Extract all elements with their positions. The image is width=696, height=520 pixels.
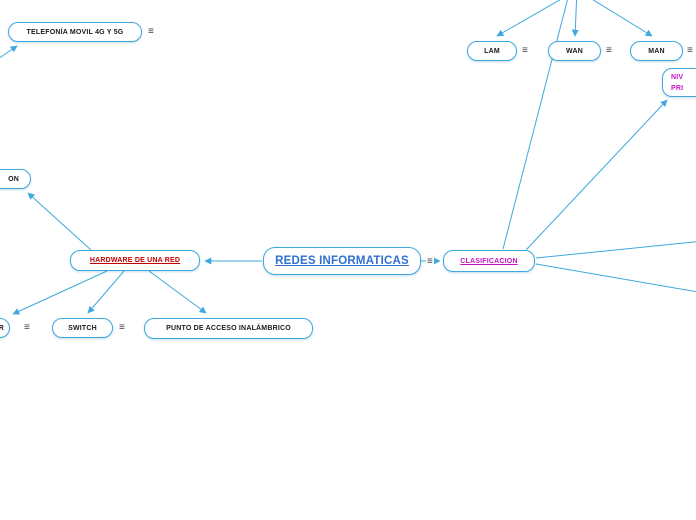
notes-icon-lam[interactable]: ≡: [521, 45, 529, 56]
node-wan[interactable]: WAN: [548, 41, 601, 61]
edge-clasificacion-to-right-1: [535, 241, 696, 259]
edge-hardware-to-switch: [87, 270, 125, 314]
node-niveles-clipped[interactable]: NIV PRI: [662, 68, 696, 97]
node-conexion-clipped[interactable]: ON: [0, 169, 31, 189]
node-clasificacion[interactable]: CLASIFICACION: [443, 250, 535, 272]
edge-clasificacion-to-right-2: [535, 263, 696, 293]
edge-to-telefonia: [0, 45, 18, 59]
node-lam[interactable]: LAM: [467, 41, 517, 61]
notes-icon-man[interactable]: ≡: [686, 45, 694, 56]
edge-hardware-to-router: [12, 270, 108, 315]
node-switch[interactable]: SWITCH: [52, 318, 113, 338]
edge-hardware-to-conexion: [27, 192, 92, 251]
notes-icon-wan[interactable]: ≡: [605, 45, 613, 56]
node-telefonia-movil[interactable]: TELEFONÍA MOVIL 4G Y 5G: [8, 22, 142, 42]
edge-top-to-lam: [496, 0, 561, 37]
edge-top-to-man: [592, 0, 653, 37]
notes-icon-switch[interactable]: ≡: [118, 322, 126, 333]
notes-icon-telefonia[interactable]: ≡: [147, 26, 155, 37]
edge-hardware-to-punto: [148, 270, 207, 314]
node-redes-informaticas-root[interactable]: REDES INFORMATICAS: [263, 247, 421, 275]
edge-top-to-wan: [571, 0, 579, 37]
node-man[interactable]: MAN: [630, 41, 683, 61]
node-punto-de-acceso[interactable]: PUNTO DE ACCESO INALÁMBRICO: [144, 318, 313, 339]
notes-icon-redes[interactable]: ≡: [426, 256, 434, 267]
edge-clasificacion-to-top: [502, 0, 568, 250]
edge-clasificacion-to-niveles: [525, 99, 668, 251]
node-hardware-de-una-red[interactable]: HARDWARE DE UNA RED: [70, 250, 200, 271]
notes-icon-router[interactable]: ≡: [23, 322, 31, 333]
